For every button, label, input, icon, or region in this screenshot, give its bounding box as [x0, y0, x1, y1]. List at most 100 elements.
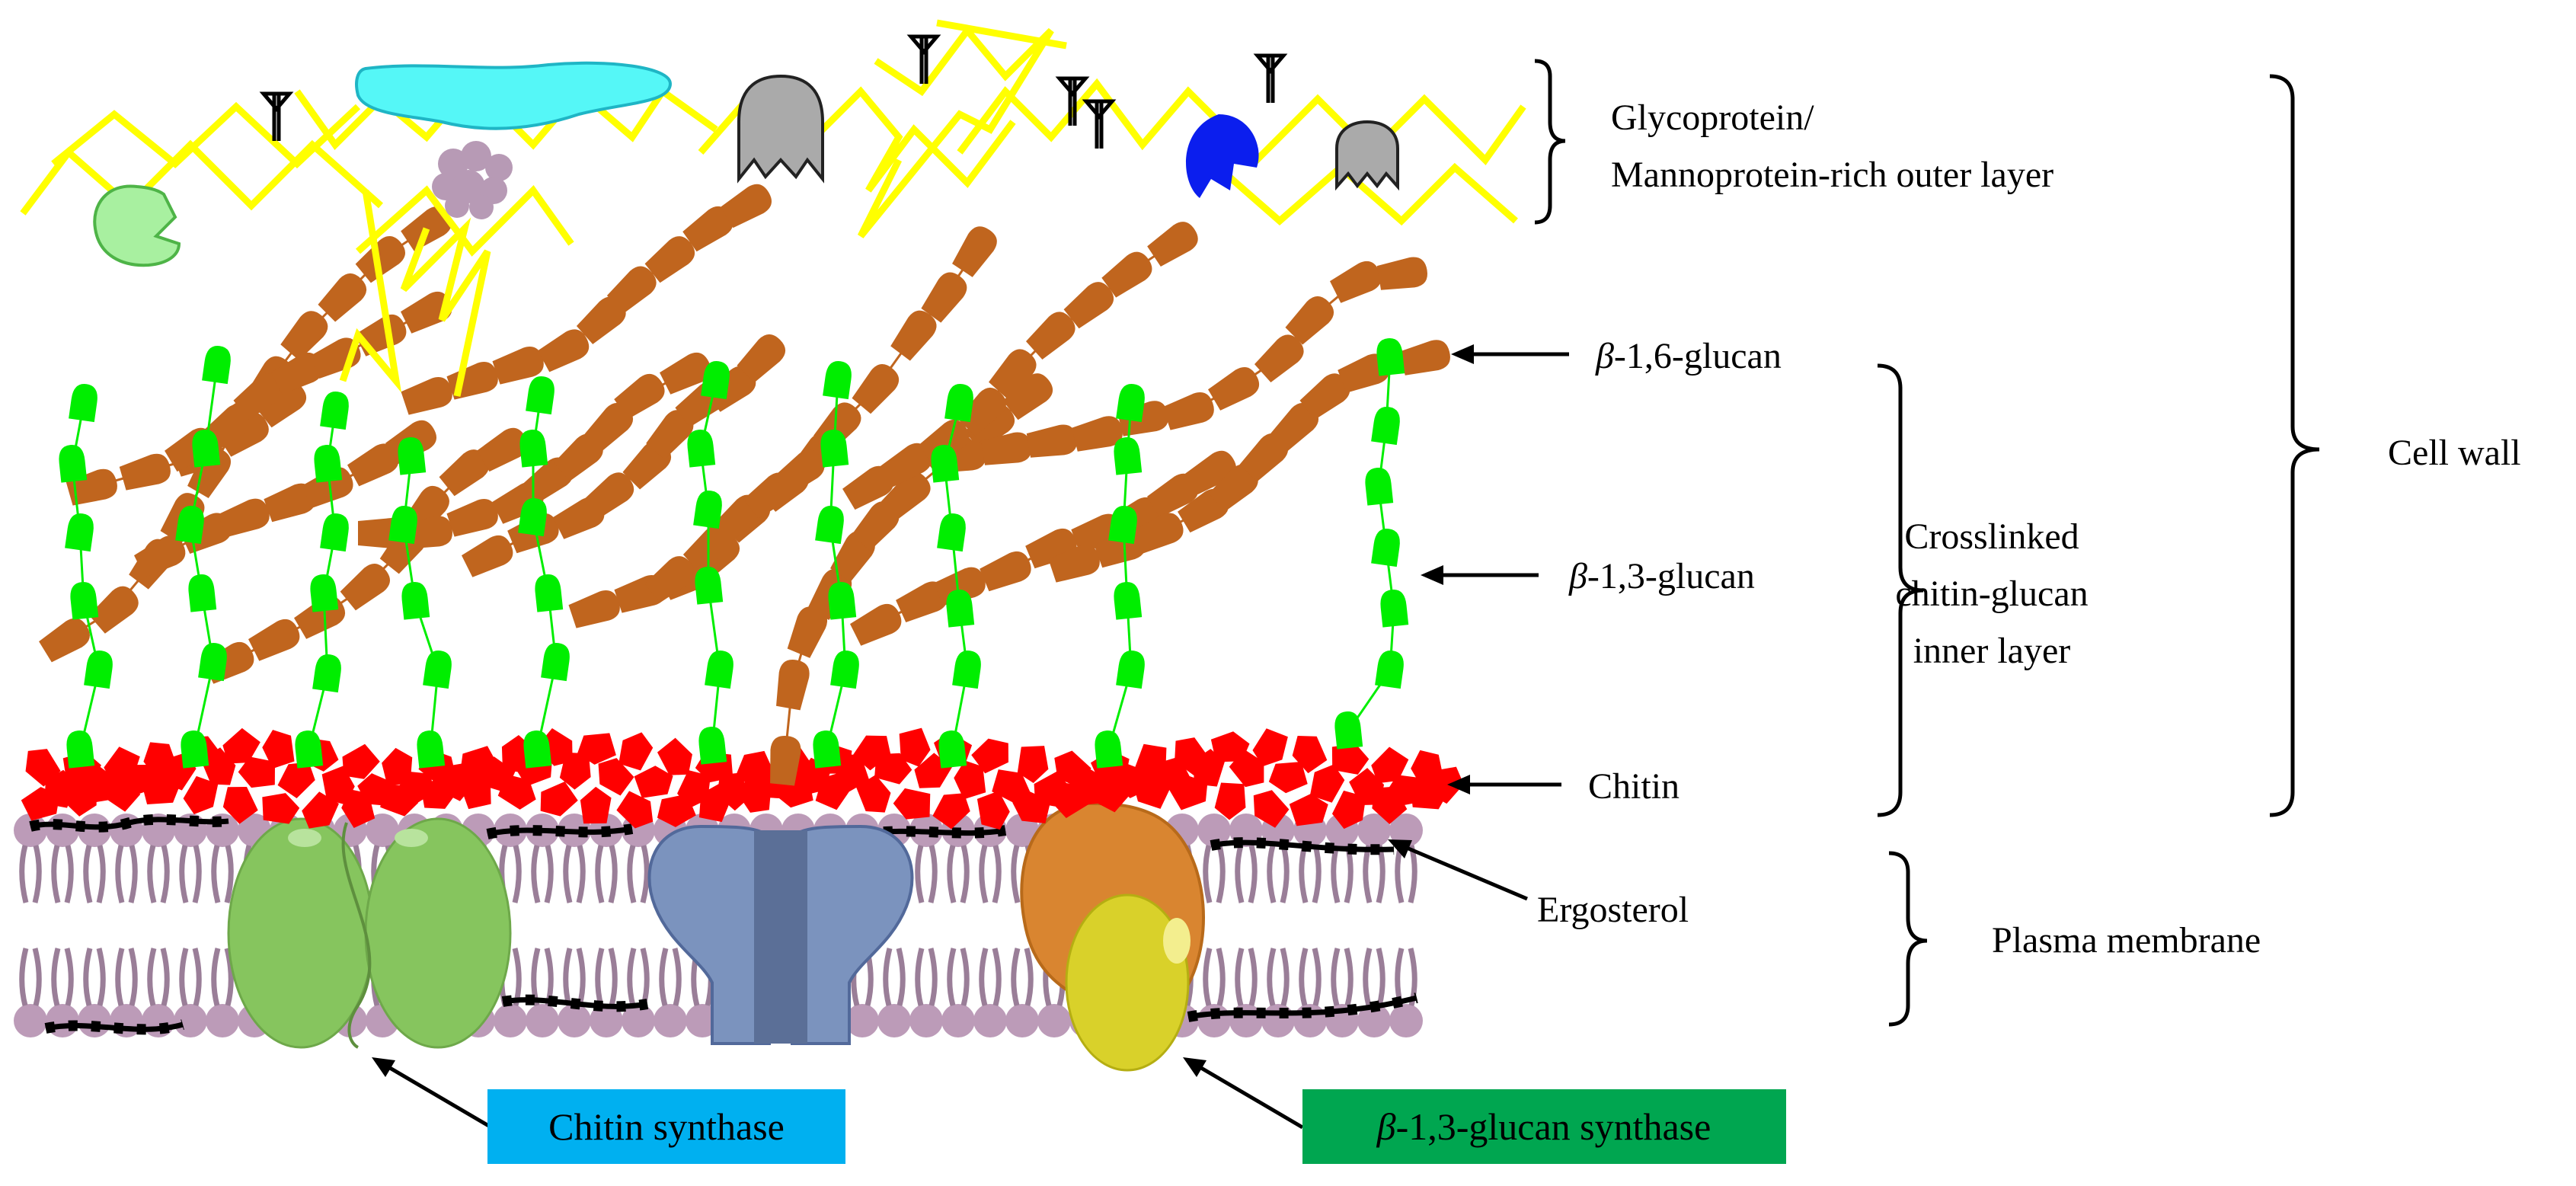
beta-1-6-glucan-unit [1026, 422, 1079, 461]
inner-layer-label-line3: inner layer [1913, 631, 2071, 671]
beta-1-3-glucan-unit [693, 488, 724, 529]
chitin-unit [1266, 759, 1309, 796]
annotation-lines [379, 59, 2320, 1130]
beta-1-3-glucan-unit [423, 648, 454, 689]
inner-layer-label-line2: chitin-glucan [1895, 574, 2088, 614]
beta-1-3-glucan-unit [415, 729, 446, 769]
beta-1-6-glucan-label: β-1,6-glucan [1595, 336, 1782, 376]
beta-1-3-glucan-unit [65, 729, 95, 769]
lipid-head-top [174, 814, 207, 903]
lipid-head-bottom [1389, 948, 1423, 1037]
beta-1-3-glucan-unit [952, 648, 983, 689]
beta-1-3-glucan-unit [830, 648, 861, 689]
beta-1-6-glucan-unit [247, 614, 305, 664]
beta-1-3-glucan-chains [57, 337, 1409, 769]
gray-pacman-protein-large [737, 74, 824, 184]
lipid-head-bottom [909, 948, 943, 1037]
beta-1-3-glucan-unit [320, 511, 351, 552]
beta-1-3-glucan-unit [533, 573, 564, 612]
lipid-head-top [1357, 814, 1391, 903]
beta-1-3-glucan-unit [937, 511, 968, 552]
ergosterol-molecules [29, 814, 1418, 1035]
beta-1-6-glucan-unit [1398, 337, 1453, 379]
lipid-head-bottom [526, 948, 559, 1037]
lipid-head-top [142, 814, 175, 903]
beta-1-6-glucan-unit [1376, 254, 1430, 293]
beta-1-3-glucan-unit [293, 729, 324, 769]
beta-1-3-glucan-unit [705, 648, 736, 689]
beta-1-6-glucan-unit [1145, 216, 1203, 270]
inner-layer-label-line1: Crosslinked [1904, 516, 2079, 557]
beta-1-6-glucan-unit [460, 530, 518, 580]
beta-1-3-glucan-unit [944, 382, 976, 423]
beta-1-3-glucan-unit [312, 652, 344, 693]
lipid-head-top [1325, 814, 1359, 903]
beta-1-3-glucan-unit [526, 374, 557, 415]
lipid-head-top [1229, 814, 1263, 903]
lipid-head-bottom [1261, 948, 1295, 1037]
beta-1-3-glucan-unit [320, 389, 351, 430]
beta-1-3-glucan-unit [69, 382, 100, 423]
lipid-head-bottom [622, 948, 655, 1037]
beta-1-6-glucan-chains [37, 179, 1453, 786]
cyan-surface-protein [355, 61, 673, 130]
lipid-head-bottom [590, 948, 623, 1037]
beta-1-3-glucan-unit [69, 580, 99, 620]
beta-1-3-glucan-unit [1375, 648, 1406, 689]
beta-1-3-glucan-unit [541, 641, 572, 682]
beta-1-6-glucan-unit [446, 358, 502, 403]
outer-layer-label-line1: Glycoprotein/ [1611, 98, 1814, 138]
beta-1-3-glucan-unit [1371, 404, 1402, 446]
lipid-head-bottom [558, 948, 591, 1037]
beta-1-3-glucan-unit [1112, 436, 1143, 475]
outer-layer-label-line2: Mannoprotein-rich outer layer [1611, 155, 2053, 195]
cell-wall-label: Cell wall [2388, 433, 2521, 473]
chitin-synthase-label-box: Chitin synthase [487, 1089, 845, 1164]
beta-1-6-glucan-unit [1207, 362, 1264, 414]
beta-1-6-glucan-unit [353, 309, 411, 360]
beta-1-3-glucan-unit [57, 443, 88, 483]
chitin-synthase-label: Chitin synthase [548, 1105, 785, 1148]
lipid-head-bottom [1229, 948, 1263, 1037]
glucan-synthase-protein [1020, 801, 1205, 1072]
lipid-head-bottom [1197, 948, 1231, 1037]
channel-protein [647, 824, 914, 1045]
beta-1-6-glucan-unit [567, 587, 624, 631]
beta-1-6-glucan-unit [118, 450, 174, 494]
beta-1-3-glucan-unit [65, 511, 96, 552]
lipid-head-bottom [941, 948, 975, 1037]
plasma-membrane-label: Plasma membrane [1992, 920, 2261, 961]
beta-1-3-glucan-unit [937, 729, 967, 769]
beta-1-3-glucan-unit [823, 359, 854, 400]
beta-1-3-glucan-unit [811, 729, 842, 769]
beta-1-3-glucan-unit [308, 573, 339, 612]
lipid-head-bottom [654, 948, 687, 1037]
beta-1-3-glucan-unit [697, 725, 727, 765]
beta-1-6-glucan-unit [1162, 388, 1218, 433]
glucan-synthase-label: β-1,3-glucan synthase [1376, 1105, 1711, 1148]
beta-1-6-glucan-unit [773, 657, 812, 711]
green-pacman-protein [93, 184, 181, 267]
lipid-head-top [1389, 814, 1423, 903]
beta-1-3-glucan-label: β-1,3-glucan [1568, 556, 1755, 596]
beta-1-3-glucan-unit [1116, 648, 1147, 689]
beta-1-6-glucan-unit [400, 373, 456, 418]
beta-1-3-glucan-unit [1363, 466, 1394, 506]
lipid-head-top [1261, 814, 1295, 903]
beta-1-3-glucan-unit [1371, 526, 1402, 567]
beta-1-3-glucan-unit [202, 344, 233, 385]
lipid-head-bottom [877, 948, 911, 1037]
beta-1-3-glucan-unit [179, 729, 209, 769]
beta-1-3-glucan-unit [198, 641, 229, 682]
beta-1-3-glucan-unit [826, 580, 857, 620]
beta-1-6-glucan-unit [978, 547, 1036, 594]
beta-1-3-glucan-unit [686, 428, 716, 468]
beta-1-3-glucan-unit [1093, 729, 1123, 769]
lipid-head-top [941, 814, 975, 903]
glucan-synthase-label-box: β-1,3-glucan synthase [1302, 1089, 1786, 1164]
beta-1-6-glucan-unit [949, 221, 1002, 280]
lipid-head-bottom [1357, 948, 1391, 1037]
beta-1-3-glucan-unit [815, 503, 846, 545]
lipid-head-bottom [1325, 948, 1359, 1037]
